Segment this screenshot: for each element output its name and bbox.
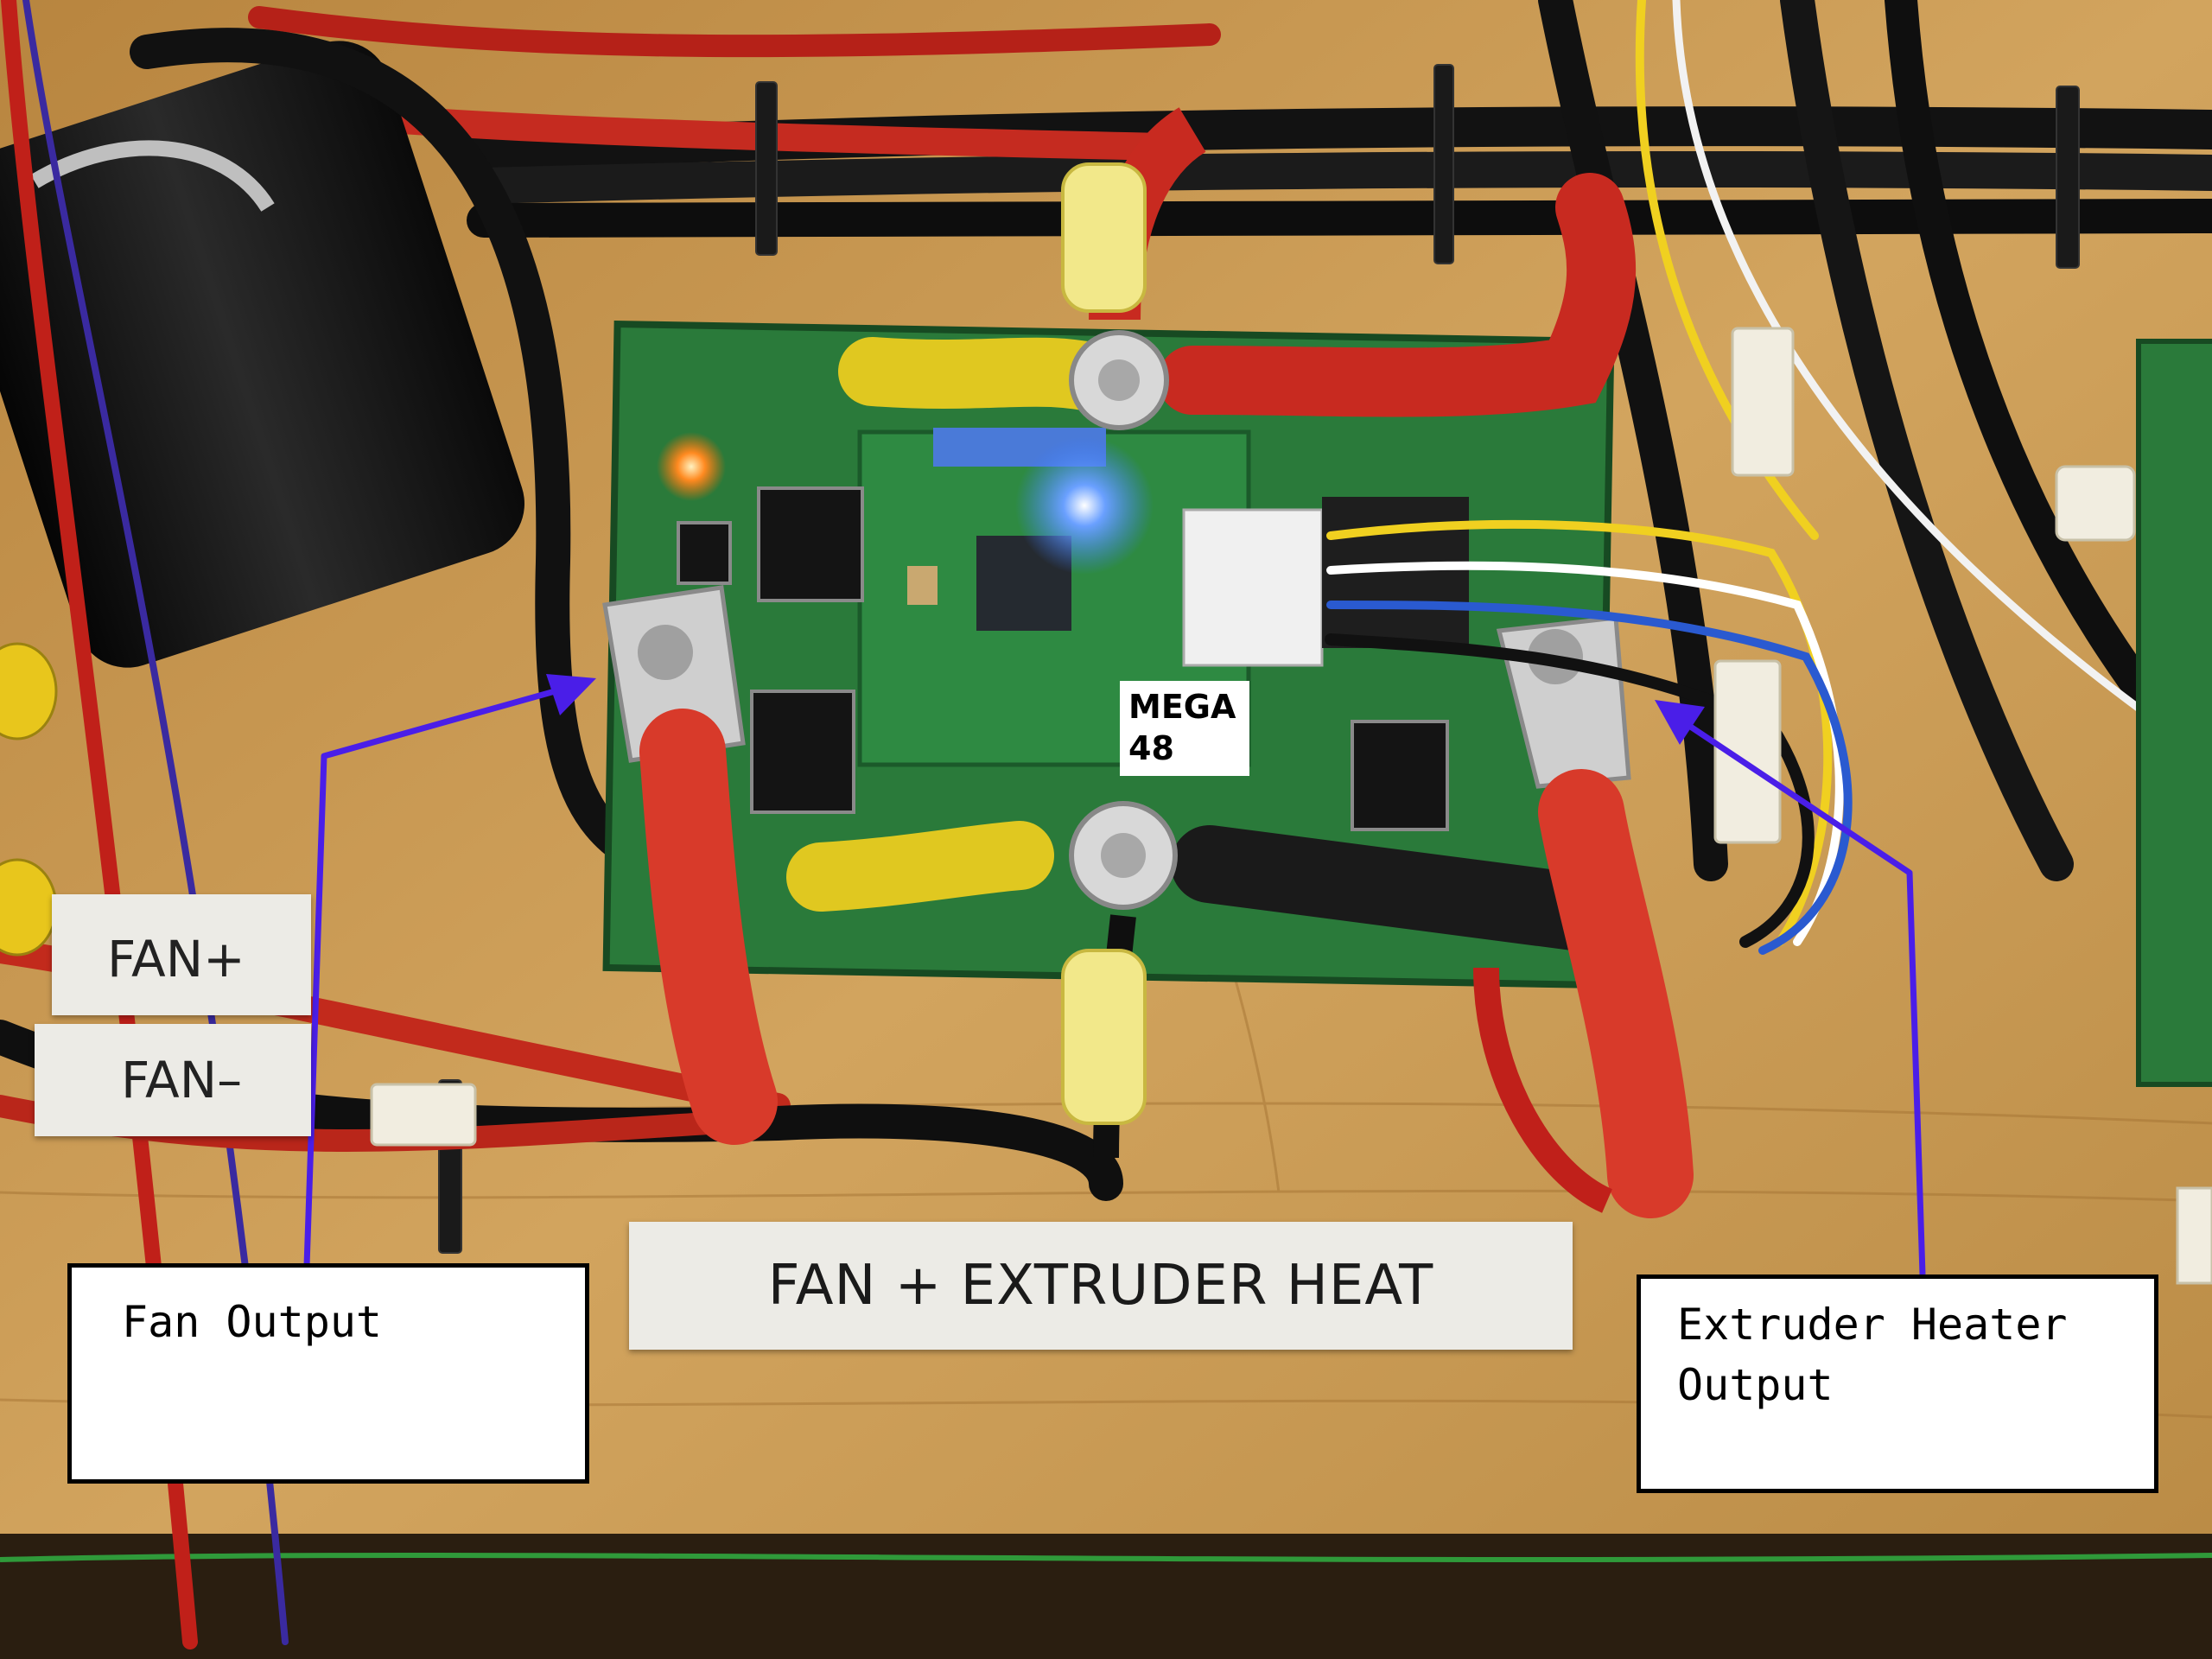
pcb-board-right-edge	[2136, 339, 2212, 1087]
chip-sticker-label: MEGA 48	[1120, 681, 1249, 776]
extruder-heater-text-line1: Extruder Heater	[1677, 1300, 2068, 1350]
mosfets	[677, 486, 1449, 831]
extruder-heater-output-callout: Extruder Heater Output	[1637, 1274, 2158, 1493]
orange-led	[657, 432, 726, 501]
fan-output-text: Fan Output	[122, 1297, 383, 1347]
fan-output-callout: Fan Output	[67, 1263, 589, 1484]
power-lugs	[786, 107, 1646, 1159]
cable-bundle-top	[202, 0, 2212, 881]
chip-sticker-line1: MEGA	[1128, 688, 1236, 726]
control-wires	[1325, 519, 1853, 955]
annotation-arrows	[303, 683, 1926, 1275]
capacitor	[0, 41, 524, 668]
fan-output-terminal	[602, 585, 778, 1145]
blue-led	[1015, 436, 1154, 575]
tape-label-fan-extruder-heat: FAN + EXTRUDER HEAT	[629, 1222, 1573, 1350]
heater-output-arrow	[1675, 715, 1926, 1275]
yellow-connectors-left	[0, 642, 58, 957]
board-edge-shadow	[0, 1534, 2212, 1659]
fan-output-arrow	[303, 683, 571, 1267]
tape-label-fan-plus: FAN+	[52, 894, 311, 1015]
chip-sticker-line2: 48	[1128, 729, 1174, 767]
plastic-mounts	[370, 327, 2212, 1285]
fan-arrowhead	[546, 674, 596, 715]
extruder-heater-text-line2: Output	[1677, 1360, 1834, 1410]
wire-green-bottom	[0, 1553, 2212, 1562]
tape-label-fan-minus: FAN–	[35, 1024, 311, 1136]
heater-arrowhead	[1655, 700, 1705, 745]
arrowheads	[546, 674, 1705, 745]
